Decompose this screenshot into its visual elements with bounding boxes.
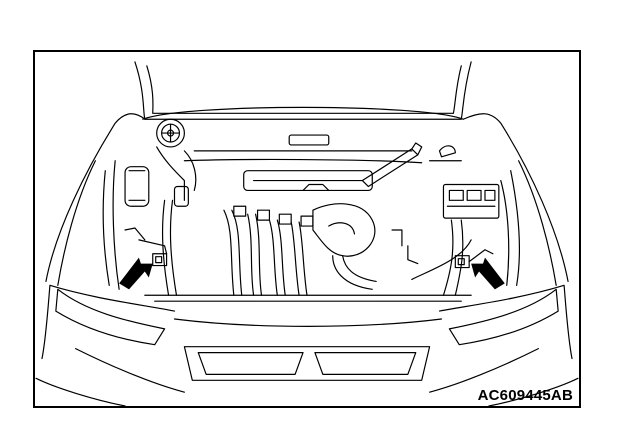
right-components xyxy=(391,145,521,296)
figure-code: AC609445AB xyxy=(477,387,573,404)
hood xyxy=(134,61,472,146)
callout-arrow-right xyxy=(471,257,505,290)
diagram-frame: AC609445AB xyxy=(33,50,581,408)
engine-bay-drawing xyxy=(35,61,579,406)
callout-arrow-left xyxy=(119,257,153,290)
engine xyxy=(183,142,423,296)
car-body xyxy=(35,113,579,406)
left-components xyxy=(102,118,197,296)
